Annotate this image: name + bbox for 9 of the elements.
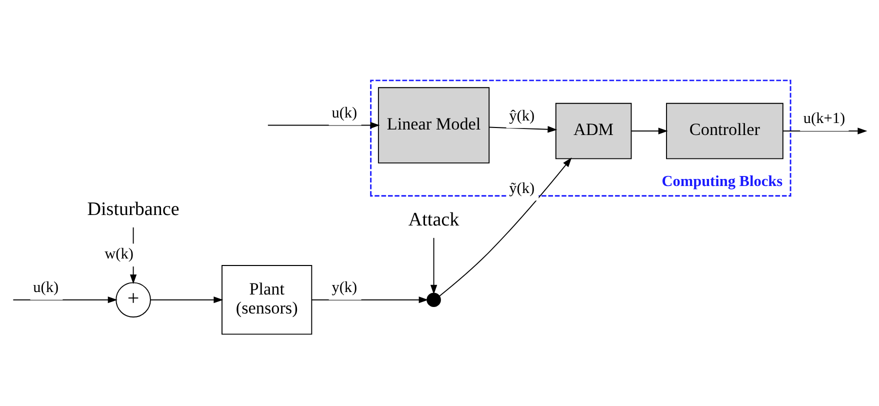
edge-label: ỹ(k) xyxy=(509,179,535,196)
edge-label: u(k) xyxy=(332,104,358,121)
edge-label: w(k) xyxy=(104,245,134,262)
edge-label: u(k+1) xyxy=(803,110,846,127)
node-text: Disturbance xyxy=(87,198,180,220)
edge-label: y(k) xyxy=(332,278,358,296)
node-text: Attack xyxy=(408,208,460,230)
edge-label: ŷ(k) xyxy=(509,106,535,124)
edge-label: u(k) xyxy=(33,278,59,296)
